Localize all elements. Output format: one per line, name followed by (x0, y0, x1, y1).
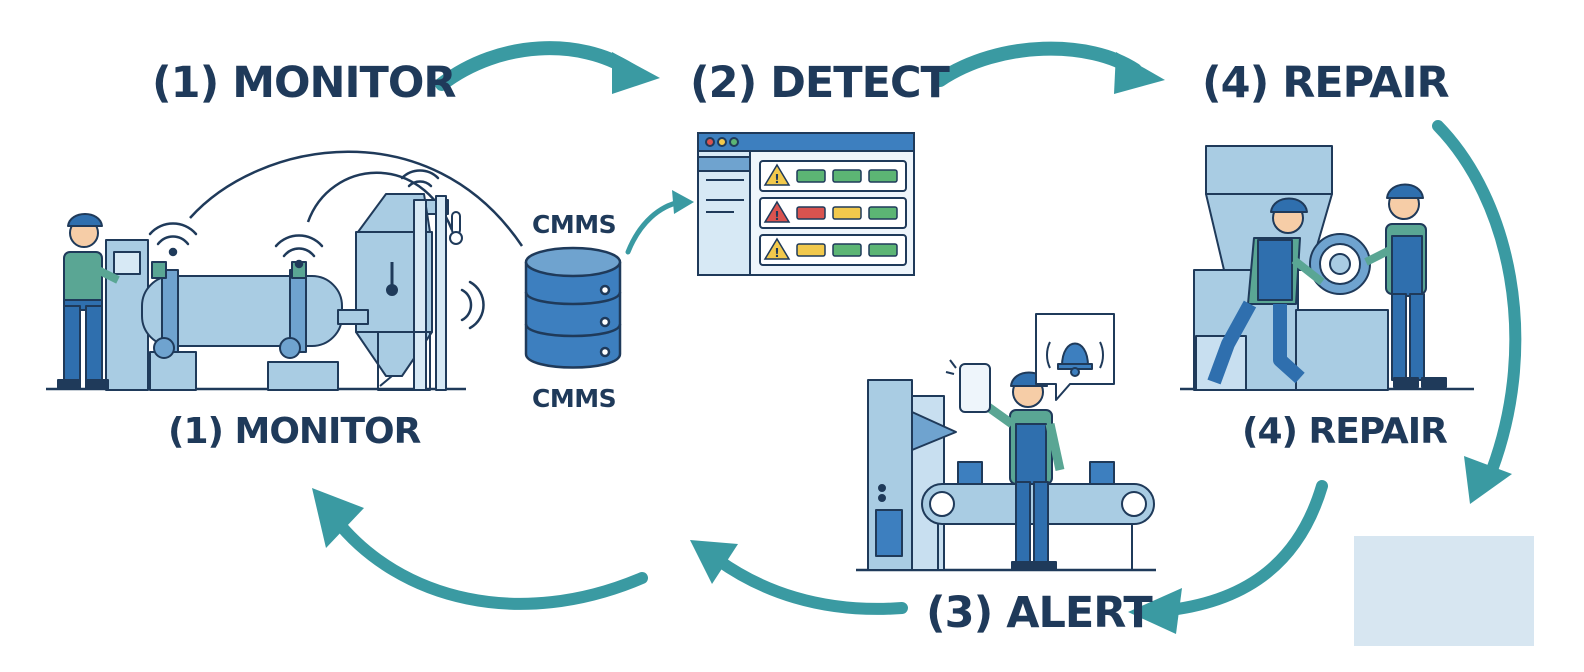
warning-mark: ! (774, 246, 779, 260)
arrow-alert-to-left (690, 540, 908, 615)
dashboard-status-rows: !!! (763, 163, 898, 260)
arrow-repair-to-alert (1128, 480, 1328, 634)
label-alert: (3) ALERT (926, 588, 1153, 638)
status-indicator-green (796, 169, 826, 183)
repair-worker-2 (1364, 183, 1447, 388)
repair-scene (1180, 145, 1474, 391)
database-icon (524, 246, 622, 369)
technician-figure (57, 213, 120, 390)
warning-mark: ! (774, 172, 779, 186)
label-monitor-bottom: (1) MONITOR (168, 411, 421, 452)
label-cmms-bottom: CMMS (532, 384, 617, 413)
arrow-back-to-monitor (312, 488, 648, 610)
monitor-scene (46, 150, 524, 391)
blank-panel (1354, 536, 1534, 646)
status-indicator-green (868, 206, 898, 220)
warning-triangle-icon (763, 237, 791, 260)
arrow-monitor-to-detect (435, 41, 660, 94)
warning-triangle-icon (763, 200, 791, 223)
label-repair-top: (4) REPAIR (1202, 58, 1450, 108)
repair-worker-1 (1207, 197, 1325, 385)
label-detect-top: (2) DETECT (690, 58, 950, 108)
status-indicator-yellow (832, 206, 862, 220)
alert-scene (856, 313, 1156, 572)
label-repair-bottom: (4) REPAIR (1242, 411, 1448, 452)
status-indicator-red (796, 206, 826, 220)
status-indicator-green (868, 169, 898, 183)
status-indicator-green (832, 243, 862, 257)
arrow-repair-down-right (1432, 120, 1522, 504)
label-monitor-top: (1) MONITOR (152, 58, 457, 108)
label-cmms-top: CMMS (532, 210, 617, 239)
warning-triangle-icon (763, 163, 791, 186)
status-indicator-green (832, 169, 862, 183)
bell-icon (1035, 313, 1115, 401)
arrow-cmms-to-detect (625, 190, 694, 255)
arrow-detect-to-repair (933, 41, 1165, 94)
wifi-signal-icon (148, 169, 485, 330)
status-indicator-yellow (796, 243, 826, 257)
status-indicator-green (868, 243, 898, 257)
warning-mark: ! (774, 209, 779, 223)
